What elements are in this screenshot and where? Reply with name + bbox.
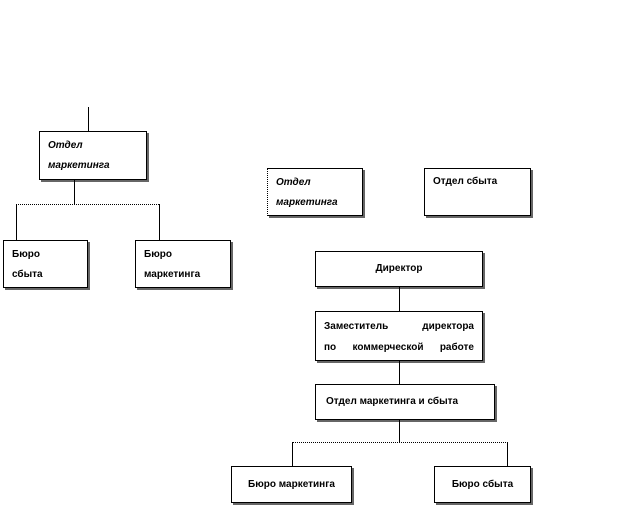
box-text: Отдел	[48, 140, 83, 151]
connector-line	[74, 180, 75, 204]
box-marketing-bureau: Бюро маркетинга	[135, 240, 231, 288]
box-text: Бюро	[12, 249, 40, 260]
box-marketing-department-standalone: Отдел маркетинга	[267, 168, 363, 216]
connector-line	[399, 287, 400, 311]
box-text: Бюро сбыта	[451, 478, 514, 490]
box-text: Заместитель директора	[324, 321, 474, 332]
box-text: Бюро	[144, 249, 172, 260]
box-text: Бюро маркетинга	[248, 478, 335, 490]
box-text: Отдел сбыта	[433, 176, 498, 187]
box-sales-bureau: Бюро сбыта	[3, 240, 88, 288]
connector-line	[88, 107, 89, 132]
connector-line	[16, 204, 17, 241]
box-text: Отдел маркетинга и сбыта	[326, 396, 459, 407]
box-text: по коммерческой работе	[324, 342, 474, 353]
box-marketing-department: Отдел маркетинга	[39, 131, 147, 180]
connector-line	[292, 442, 293, 467]
connector-line	[399, 361, 400, 385]
box-director: Директор	[315, 251, 483, 287]
box-deputy-director: Заместитель директора по коммерческой ра…	[315, 311, 483, 361]
box-sales-department-standalone: Отдел сбыта	[424, 168, 531, 216]
box-text: маркетинга	[48, 160, 110, 171]
box-text: сбыта	[12, 269, 43, 280]
box-text: Директор	[375, 263, 423, 274]
connector-line	[399, 420, 400, 442]
connector-line	[507, 442, 508, 467]
box-text: маркетинга	[144, 269, 201, 280]
connector-line	[159, 204, 160, 241]
box-text: маркетинга	[276, 197, 338, 208]
connector-line	[16, 204, 159, 205]
box-sales-bureau-2: Бюро сбыта	[434, 466, 531, 503]
connector-line	[292, 442, 508, 443]
box-text: Отдел	[276, 177, 311, 188]
box-marketing-bureau-2: Бюро маркетинга	[231, 466, 352, 503]
box-marketing-and-sales-department: Отдел маркетинга и сбыта	[315, 384, 495, 420]
